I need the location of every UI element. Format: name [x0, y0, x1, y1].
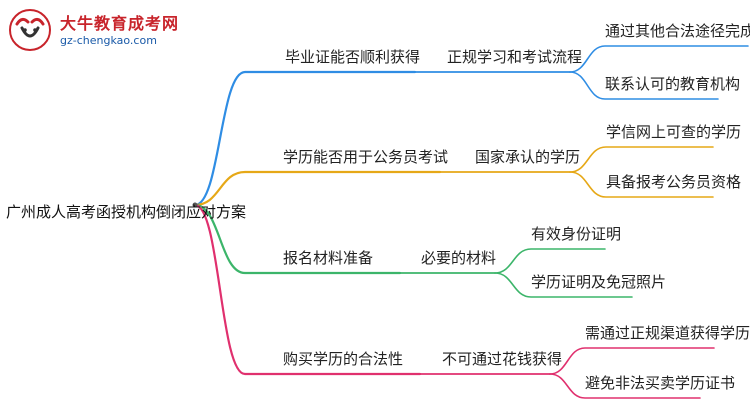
connector-leaf-materials-1 [494, 248, 606, 274]
connector-leaf-legality-1 [549, 347, 715, 375]
leaf-label-diploma-1: 通过其他合法途径完成学业 [605, 22, 750, 40]
leaf-label-materials-1: 有效身份证明 [531, 225, 622, 243]
leaf-label-civil-service-1: 学信网上可查的学历 [606, 123, 742, 141]
root-node-dot [192, 202, 198, 208]
leaf-label-diploma-2: 联系认可的教育机构 [605, 75, 741, 93]
root-topic: 广州成人高考函授机构倒闭应对方案 [6, 203, 247, 221]
branch-label-legality: 购买学历的合法性 [283, 350, 404, 368]
connector-branch-diploma [193, 70, 417, 207]
sub-label-legality: 不可通过花钱获得 [442, 350, 563, 368]
connector-branch-civil-service [193, 170, 442, 207]
site-logo[interactable]: 大牛教育成考网 gz-chengkao.com [8, 8, 198, 52]
connector-branch-legality [193, 203, 422, 376]
connector-leaf-diploma-1 [569, 45, 749, 73]
leaf-label-materials-2: 学历证明及免冠照片 [531, 273, 667, 291]
branch-label-civil-service: 学历能否用于公务员考试 [283, 148, 449, 166]
sub-label-civil-service: 国家承认的学历 [475, 148, 581, 166]
sub-label-diploma: 正规学习和考试流程 [447, 48, 583, 66]
leaf-label-civil-service-2: 具备报考公务员资格 [606, 173, 742, 191]
leaf-label-legality-1: 需通过正规渠道获得学历 [585, 324, 750, 342]
logo-url: gz-chengkao.com [60, 34, 157, 47]
connector-leaf-civil-service-1 [569, 146, 714, 173]
logo-ox-icon [9, 9, 51, 51]
branch-label-diploma: 毕业证能否顺利获得 [285, 48, 421, 66]
leaf-label-legality-2: 避免非法买卖学历证书 [585, 374, 736, 392]
connector-leaf-materials-2 [494, 272, 633, 298]
connector-leaf-civil-service-2 [569, 171, 714, 198]
logo-title: 大牛教育成考网 [60, 14, 180, 33]
branch-label-materials: 报名材料准备 [283, 249, 374, 267]
sub-label-materials: 必要的材料 [421, 249, 497, 267]
connector-leaf-diploma-2 [569, 71, 719, 100]
connector-branch-materials [193, 203, 402, 275]
connector-leaf-legality-2 [549, 373, 701, 399]
